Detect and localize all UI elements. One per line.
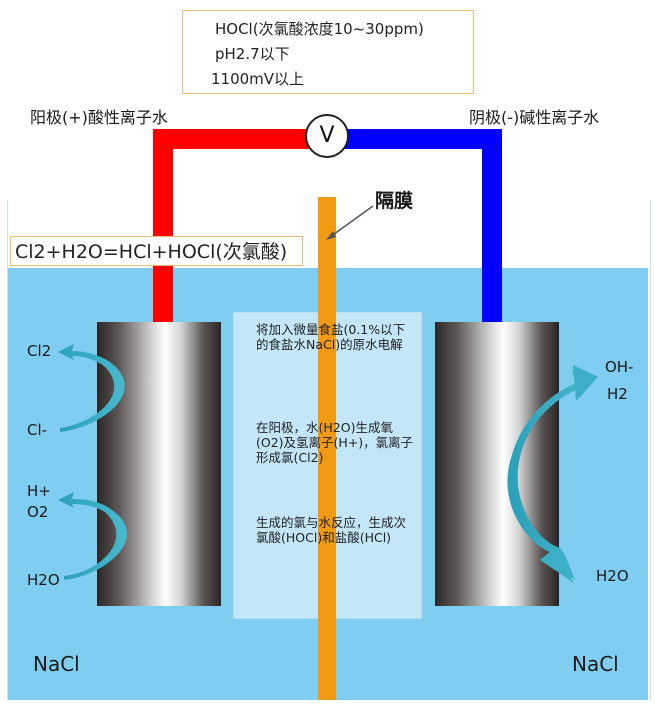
ion-oh-minus: OH- [605,358,634,376]
info-paragraph-1: 将加入微量食盐(0.1%以下的食盐水NaCl)的原水电解 [256,322,406,352]
arrow-cathode-head-top [573,365,598,401]
ion-h2: H2 [607,385,628,403]
arrow-cathode-big [507,370,595,580]
ion-o2: O2 [27,503,49,521]
arrow-h2o-to-h-o2 [58,492,128,580]
top-info-box: HOCl(次氯酸浓度10~30ppm) pH2.7以下 1100mV以上 [182,10,474,94]
voltmeter: V [305,114,349,158]
anode-wire-horizontal [153,129,313,149]
cathode-wire-vertical [482,129,502,324]
nacl-right: NaCl [572,652,619,676]
ph-text: pH2.7以下 [215,45,290,63]
arrow-cl-to-cl2 [58,344,125,432]
cathode-label: 阴极(-)碱性离子水 [469,108,600,127]
orp-text: 1100mV以上 [211,70,305,88]
membrane [318,197,336,700]
info-paragraph-3: 生成的氯与水反应，生成次氯酸(HOCl)和盐酸(HCl) [256,515,407,545]
anode-label: 阳极(+)酸性离子水 [30,108,168,127]
info-paragraph-2: 在阳极，水(H2O)生成氧(O2)及氢离子(H+)，氯离子形成氯(Cl2) [256,420,414,465]
cathode-electrode [435,322,559,606]
nacl-left: NaCl [33,652,80,676]
ion-h2o-right: H2O [596,567,629,585]
ion-cl-minus: Cl- [27,421,48,439]
tank-outline [7,200,651,700]
membrane-pointer-head [326,231,336,240]
cathode-wire-horizontal [340,129,502,149]
ion-h-plus: H+ [27,482,51,500]
anode-wire-vertical [153,129,173,324]
reaction-equation: Cl2+H2O=HCl+HOCl(次氯酸) [10,236,303,266]
hocl-concentration-text: HOCl(次氯酸浓度10~30ppm) [215,20,424,38]
membrane-pointer-line [329,205,374,238]
ion-h2o-left: H2O [27,571,60,589]
ion-cl2: Cl2 [27,342,52,360]
membrane-label: 隔膜 [375,190,414,212]
arrow-cathode-head-bottom [540,550,574,583]
